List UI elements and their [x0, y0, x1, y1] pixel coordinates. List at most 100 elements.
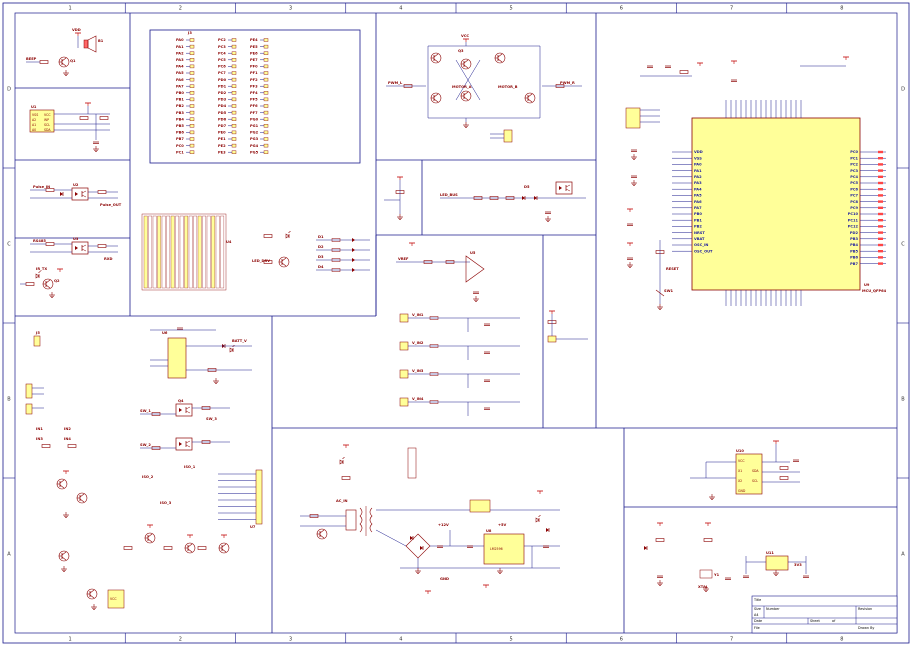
mcu-pin-label: PB6	[850, 256, 858, 260]
header-pin-label: PD4	[218, 104, 227, 108]
driver-ic-segment	[179, 215, 184, 289]
header-pin-label: PF4	[250, 91, 258, 95]
svg-text:XTAL: XTAL	[698, 585, 709, 589]
mcu-pin-label: VBAT	[694, 237, 705, 241]
mcu-pin-label: PC1	[850, 156, 858, 160]
svg-text:SCL: SCL	[44, 123, 50, 127]
eeprom-circuit: U1 VSS A2 A1 A0 VCC WP SCL SDA	[29, 102, 110, 152]
header-pin-label: PB0	[176, 91, 184, 95]
header-pin-label: PB2	[176, 104, 184, 108]
led-chain: D5 LED_BUS	[384, 176, 586, 222]
header-pin-label: PF5	[250, 98, 258, 102]
led-icon	[352, 238, 355, 242]
svg-text:U8: U8	[486, 529, 492, 533]
mcu-pin-label: PA0	[694, 163, 702, 167]
header-pin-label: PG4	[250, 144, 259, 148]
svg-text:IN2: IN2	[64, 427, 71, 431]
svg-text:Drawn By: Drawn By	[858, 626, 874, 630]
header-pin-label: PA6	[176, 78, 184, 82]
power-supply: AC_IN U8 LM2596 +12V +5V GND	[300, 444, 560, 595]
header-pin-label: PD5	[218, 111, 227, 115]
mcu-block: U9 MCU_QFP64 VDDVSSPA0PA1PA2PA3PA4PA5PA6…	[625, 56, 887, 310]
driver-ic-segment	[206, 215, 211, 289]
header-pin-label: PG0	[250, 117, 259, 121]
crystal-and-regulator: Y1 XTAL U11 3V3	[643, 522, 810, 592]
adc-channel-label: V_IN4	[412, 397, 424, 401]
svg-text:Size: Size	[754, 607, 761, 611]
header-pin-label: PC5	[218, 58, 226, 62]
mcu-pin-label: OSC_IN	[694, 243, 708, 247]
header-mid-column: PC2PC3PC4PC5PC6PC7PD0PD1PD2PD3PD4PD5PD6P…	[218, 38, 237, 154]
led-icon	[352, 258, 355, 262]
header-pin-label: PE7	[250, 58, 258, 62]
header-pin-label: PB1	[176, 98, 184, 102]
mcu-pin-label: PA4	[694, 187, 702, 191]
header-pin-label: PG5	[250, 150, 259, 154]
mcu-pin-label: PC0	[850, 150, 858, 154]
svg-text:IN1: IN1	[36, 427, 43, 431]
ir-transmitter: Q2 IR_TX	[20, 267, 64, 298]
header-pin-label: PC0	[176, 144, 184, 148]
column-label: 7	[730, 637, 733, 643]
svg-text:Pulse_IN: Pulse_IN	[33, 185, 50, 189]
svg-text:Sheet: Sheet	[810, 619, 820, 623]
header-pin-label: PF2	[250, 78, 258, 82]
svg-text:SW_1: SW_1	[140, 409, 151, 413]
driver-ic-segment	[188, 215, 193, 289]
svg-text:D5: D5	[524, 185, 530, 189]
svg-text:U1: U1	[31, 105, 37, 109]
mcu-pin-label: PB1	[694, 218, 702, 222]
driver-ic-segment	[143, 215, 148, 289]
input-connectors: J5 IN1 IN2 IN3 IN4 VCC	[25, 331, 125, 610]
header-pin-label: PB3	[176, 111, 184, 115]
mosfet-switches: Q4 SW_1 SW_2 SW_3	[140, 399, 230, 451]
svg-text:U7: U7	[250, 525, 256, 529]
mcu-pin-label: PC4	[850, 175, 858, 179]
led-icon	[352, 248, 355, 252]
column-label: 1	[69, 6, 72, 12]
svg-text:GND: GND	[738, 489, 746, 493]
rtc-block: U10 VCC X1 X2 GND SDA SCL	[690, 440, 800, 500]
svg-text:VDD: VDD	[72, 28, 81, 32]
column-label: 8	[840, 637, 843, 643]
svg-text:U4: U4	[226, 240, 232, 244]
mcu-pin-label: PC2	[850, 163, 858, 167]
mcu-pin-label: PC9	[850, 206, 858, 210]
svg-text:GND: GND	[440, 577, 449, 581]
svg-text:LM2596: LM2596	[490, 547, 503, 551]
svg-text:of: of	[832, 619, 836, 623]
mcu-pin-label: PA2	[694, 175, 702, 179]
svg-text:MOTOR_B: MOTOR_B	[498, 85, 518, 89]
header-pin-label: PB7	[176, 137, 184, 141]
svg-text:A4: A4	[754, 613, 758, 617]
svg-text:SCL: SCL	[752, 479, 758, 483]
header-pin-label: PA0	[176, 38, 184, 42]
column-label: 5	[510, 637, 513, 643]
column-label: 2	[179, 637, 182, 643]
column-label: 7	[730, 6, 733, 12]
mcu-pin-label: PC5	[850, 181, 858, 185]
block-dividers	[15, 13, 897, 633]
led-icon	[352, 268, 355, 272]
svg-text:Q1: Q1	[70, 59, 76, 63]
header-pin-label: PE2	[218, 144, 226, 148]
header-pin-label: PD7	[218, 124, 227, 128]
svg-text:A1: A1	[32, 123, 36, 127]
header-pin-label: PE6	[250, 51, 258, 55]
header-pin-label: PE3	[218, 150, 226, 154]
svg-text:X1: X1	[738, 469, 742, 473]
svg-text:+5V: +5V	[498, 523, 507, 527]
row-label: D	[901, 87, 905, 93]
driver-ic-segment	[202, 215, 207, 289]
svg-text:ISO_2: ISO_2	[142, 475, 154, 479]
row-label: C	[7, 242, 11, 248]
column-label: 3	[289, 6, 292, 12]
mcu-pin-label: PB4	[850, 243, 858, 247]
column-label: 3	[289, 637, 292, 643]
driver-ic-segment	[148, 215, 153, 289]
header-pin-label: PC3	[218, 45, 226, 49]
mcu-pin-label: PA7	[694, 206, 702, 210]
mcu-left-pins: VDDVSSPA0PA1PA2PA3PA4PA5PA6PA7PB0PB1PB2N…	[672, 150, 713, 253]
